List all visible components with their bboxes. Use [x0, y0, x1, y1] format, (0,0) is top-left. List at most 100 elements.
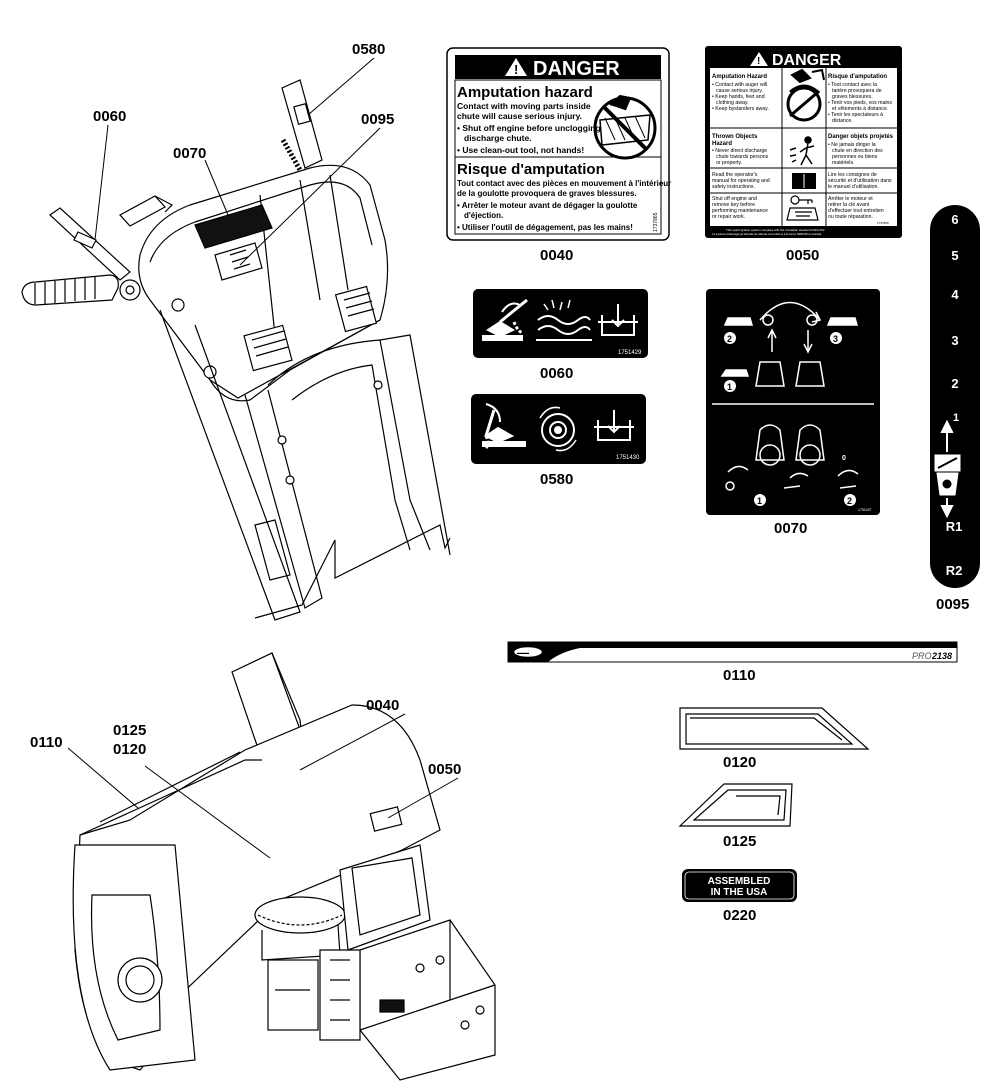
decal-0580: 1751430 [471, 394, 646, 464]
decal-0120 [679, 707, 870, 750]
decal-0070-caption: 0070 [774, 520, 807, 537]
leader-lines [67, 57, 459, 859]
decal-0050-line: et vêtements à distance. [832, 106, 888, 112]
svg-text:!: ! [514, 62, 518, 77]
callout-0095: 0095 [361, 111, 394, 128]
handle-assembly-illustration [21, 79, 451, 621]
callout-0070: 0070 [173, 145, 206, 162]
callout-labels: 0580 0060 0095 0070 0110 0125 0120 0040 … [30, 41, 461, 778]
decal-0120-caption: 0120 [723, 754, 756, 771]
decal-0040-fr-text: Tout contact avec des pièces en mouvemen… [457, 179, 671, 188]
decal-0050-text: Amputation Hazard • Contact with auger w… [712, 74, 894, 220]
decal-0050-line: • Keep bystanders away. [712, 106, 769, 112]
decal-0125 [678, 783, 793, 827]
decal-0050-line: retirer la clé avant [828, 202, 870, 208]
lever-drive-icon [482, 403, 526, 450]
decal-0040-en-text: Contact with moving parts inside [457, 101, 591, 111]
decal-0040-fr-text: de la goulotte provoquera de graves bles… [457, 189, 637, 198]
decal-0070-step: 2 [847, 496, 852, 506]
decal-0050-line: or property. [716, 160, 742, 166]
decal-0220-caption: 0220 [723, 907, 756, 924]
decal-0050-line: personnes ou biens [832, 154, 878, 160]
brand-logo: ▬▬▬ [517, 650, 529, 655]
decal-0050-line: • Never direct discharge [712, 148, 767, 154]
decal-0070-step-numbers: 2 3 1 1 2 0 [724, 332, 856, 506]
callout-0580: 0580 [352, 41, 385, 58]
forward-arrow-icon [940, 419, 954, 452]
decal-0050-thr-title: Hazard [712, 141, 732, 147]
operator-manual-icon [792, 173, 816, 189]
auger-housing-illustration [72, 652, 496, 1081]
decal-0040-fr-title: Risque d'amputation [457, 161, 605, 178]
decal-0050-line: manual for operating and [712, 178, 770, 184]
gear-2-label: 2 [951, 376, 958, 391]
decal-0095: 6 5 4 3 2 1 R1 R2 [930, 205, 980, 588]
decal-0220-line1: ASSEMBLED [708, 876, 771, 887]
decal-0070-step: 0 [842, 455, 846, 462]
decal-0220: ASSEMBLED IN THE USA [682, 869, 797, 902]
decal-0050-part-no: 1737866 [877, 221, 889, 225]
gear-1-label: 1 [953, 412, 959, 424]
decal-0060-caption: 0060 [540, 365, 573, 382]
decal-0050-caption: 0050 [786, 247, 819, 264]
decal-0050-line: matériels. [832, 160, 855, 166]
decal-0050-line: graves blessures. [832, 94, 873, 100]
decal-0050-line: le manuel d'utilisation. [828, 184, 879, 190]
decal-0050-amp-fr-title: Risque d'amputation [828, 74, 887, 80]
decal-0040-en-title: Amputation hazard [457, 84, 593, 101]
decal-0050-line: Read the operator's [712, 172, 758, 178]
decal-0050-line: • Tenir les spectateurs à [828, 112, 883, 118]
key-removal-icon [786, 195, 819, 221]
decal-0050-line: • Tout contact avec la [828, 82, 877, 88]
decal-0050-line: cause serious injury. [716, 88, 763, 94]
decal-0040-en-text: discharge chute. [464, 133, 532, 143]
decal-0050-line: ou toute réparation. [828, 214, 873, 220]
lever-auger-icon [482, 298, 528, 341]
operator-gear-icon [934, 454, 961, 496]
decal-0040-en-text: chute will cause serious injury. [457, 111, 582, 121]
decal-0110-model: PRO [912, 651, 932, 661]
decal-0070-step: 2 [727, 334, 732, 344]
callout-0120: 0120 [113, 741, 146, 758]
decal-0060: 1751429 [473, 289, 648, 358]
chute-hand-pictogram [593, 94, 657, 160]
gear-6-label: 6 [951, 212, 958, 227]
decal-0070-part-no: 1751427 [858, 508, 872, 512]
drive-wheel-icon [539, 406, 577, 452]
decal-0050: ! DANGER Amputation Hazard • Contact wit… [705, 46, 902, 238]
decal-0040: ! DANGER Amputation hazard Contact with … [446, 47, 671, 241]
decal-0050-line: chute towards persons [716, 154, 769, 160]
decal-0050-line: Lire les consignes de [828, 172, 877, 178]
gear-3-label: 3 [951, 333, 958, 348]
engage-down-icon [598, 304, 638, 336]
decal-0050-line: • Tenir vos pieds, vos mains [828, 100, 892, 106]
decal-0050-line: Arrêter le moteur et [828, 196, 873, 202]
decal-0050-line: tarière provoquera de [832, 88, 882, 94]
gear-5-label: 5 [951, 248, 958, 263]
gear-4-label: 4 [951, 287, 959, 302]
chute-rotation-pictograms [720, 301, 859, 491]
decal-0050-line: chute en direction des [832, 148, 883, 154]
decal-0040-fr-text: d'éjection. [464, 211, 503, 220]
decal-0070: 2 3 1 1 2 0 1751427 [706, 289, 880, 515]
decal-0050-line: Shut off engine and [712, 196, 757, 202]
decal-0050-thr-fr-title: Danger objets projetés [828, 134, 894, 140]
decal-0095-gears: 6 5 4 3 2 1 R1 R2 [946, 212, 963, 578]
decal-0050-line: clothing away. [716, 100, 749, 106]
decal-0070-step: 1 [757, 496, 762, 506]
callout-0125: 0125 [113, 722, 146, 739]
decal-0050-line: distance. [832, 118, 853, 124]
decal-0110: ▬▬▬ PRO 2138 [507, 641, 958, 663]
callout-0040: 0040 [366, 697, 399, 714]
decal-0040-en-text: • Use clean-out tool, not hands! [457, 145, 584, 155]
decal-0050-line: d'effectuer tout entretien [828, 208, 884, 214]
decal-0580-caption: 0580 [540, 471, 573, 488]
decal-0125-caption: 0125 [723, 833, 756, 850]
svg-text:!: ! [757, 56, 760, 67]
decal-0050-line: • Keep hands, feet and [712, 94, 765, 100]
callout-0060: 0060 [93, 108, 126, 125]
decal-0040-fr-text: • Arrêter le moteur avant de dégager la … [457, 201, 638, 210]
decal-0040-fr-text: • Utiliser l'outil de dégagement, pas le… [457, 223, 633, 232]
decal-0070-step: 1 [727, 382, 732, 392]
